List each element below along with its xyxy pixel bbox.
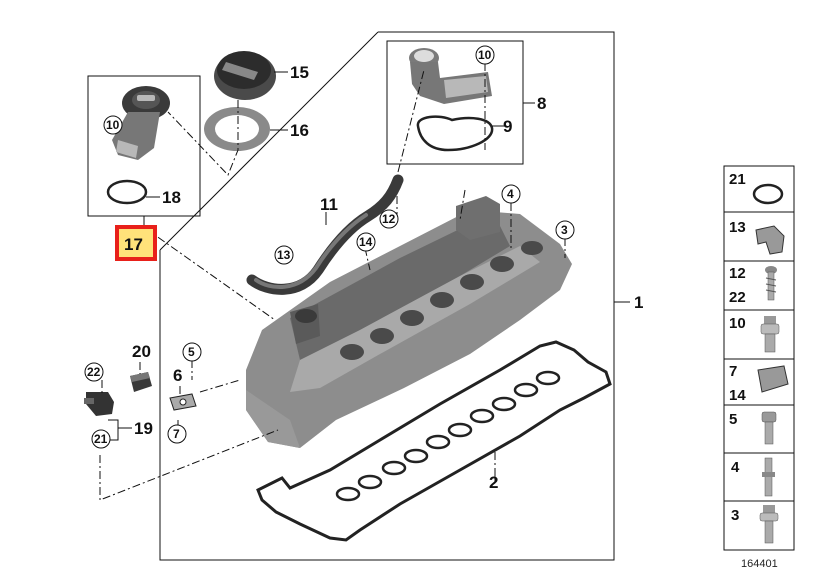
circled-callout-14: 14 — [356, 232, 376, 252]
side-label-5: 5 — [729, 411, 737, 428]
callout-2: 2 — [489, 473, 498, 492]
svg-text:21: 21 — [94, 432, 108, 446]
clip-20-part — [130, 372, 152, 392]
valve-cover-gasket-part — [256, 340, 612, 542]
side-label-14: 14 — [729, 387, 746, 404]
svg-text:14: 14 — [359, 235, 373, 249]
circled-callout-10a: 10 — [103, 115, 123, 135]
svg-text:3: 3 — [561, 223, 568, 237]
callout-20: 20 — [132, 342, 151, 361]
stud-bolt-icon — [762, 457, 775, 497]
svg-text:4: 4 — [507, 187, 514, 201]
callout-17-highlight — [115, 225, 157, 261]
label-leaders — [108, 71, 630, 482]
callout-19: 19 — [134, 419, 153, 438]
o-ring-icon — [752, 183, 784, 205]
side-label-7: 7 — [729, 363, 737, 380]
side-label-4: 4 — [731, 459, 740, 476]
spark-tube-seals-part — [335, 370, 561, 502]
clip-bracket-icon — [755, 225, 785, 255]
circled-callout-21: 21 — [91, 429, 111, 449]
callout-11: 11 — [320, 195, 338, 214]
circled-callout-12: 12 — [379, 209, 399, 229]
callout-9: 9 — [503, 117, 512, 136]
bracket-6-part — [169, 393, 197, 411]
spring-nut-icon — [757, 365, 789, 393]
circled-callout-10b: 10 — [475, 45, 495, 65]
callout-8: 8 — [537, 94, 546, 113]
side-label-22: 22 — [729, 289, 746, 306]
svg-text:12: 12 — [382, 212, 396, 226]
svg-text:7: 7 — [173, 427, 180, 441]
valve-cover-part — [246, 196, 572, 448]
circled-callout-13: 13 — [274, 245, 294, 265]
sensor-part — [84, 392, 114, 416]
pressure-valve-part — [409, 48, 492, 104]
callout-17: 17 — [124, 235, 143, 254]
seal-ring-16-part — [204, 107, 270, 151]
side-label-10: 10 — [729, 315, 746, 332]
main-frame — [159, 31, 615, 561]
circled-callout-22: 22 — [84, 362, 104, 382]
callout-6: 6 — [173, 366, 182, 385]
hex-bolt-icon — [761, 411, 777, 445]
callout-1: 1 — [634, 293, 643, 312]
shouldered-bolt-icon — [759, 505, 779, 544]
oil-filler-neck-part — [112, 86, 170, 160]
oil-cap-part — [214, 51, 276, 100]
svg-text:5: 5 — [188, 345, 195, 359]
svg-text:22: 22 — [87, 365, 101, 379]
o-ring-18-part — [106, 179, 148, 205]
svg-text:10: 10 — [106, 118, 120, 132]
vent-hose-part — [246, 174, 404, 295]
fastener-side-panel — [723, 165, 795, 551]
side-label-21: 21 — [729, 171, 746, 188]
circled-callout-3: 3 — [555, 220, 575, 240]
circled-callout-5: 5 — [182, 342, 202, 362]
frame-diagonal — [159, 31, 379, 251]
callout-15: 15 — [290, 63, 309, 82]
catalog-number: 164401 — [741, 558, 778, 570]
callout-18: 18 — [162, 188, 181, 207]
side-label-12: 12 — [729, 265, 746, 282]
svg-text:13: 13 — [277, 248, 291, 262]
subassembly-8-box — [386, 40, 524, 165]
side-label-3: 3 — [731, 507, 739, 524]
callout-16: 16 — [290, 121, 309, 140]
circled-callout-4: 4 — [501, 184, 521, 204]
svg-text:10: 10 — [478, 48, 492, 62]
screw-icon — [765, 266, 777, 301]
circled-callout-7: 7 — [167, 424, 187, 444]
side-label-13: 13 — [729, 219, 746, 236]
valve-gasket-part — [416, 115, 494, 152]
bolt-collar-icon — [760, 316, 780, 353]
